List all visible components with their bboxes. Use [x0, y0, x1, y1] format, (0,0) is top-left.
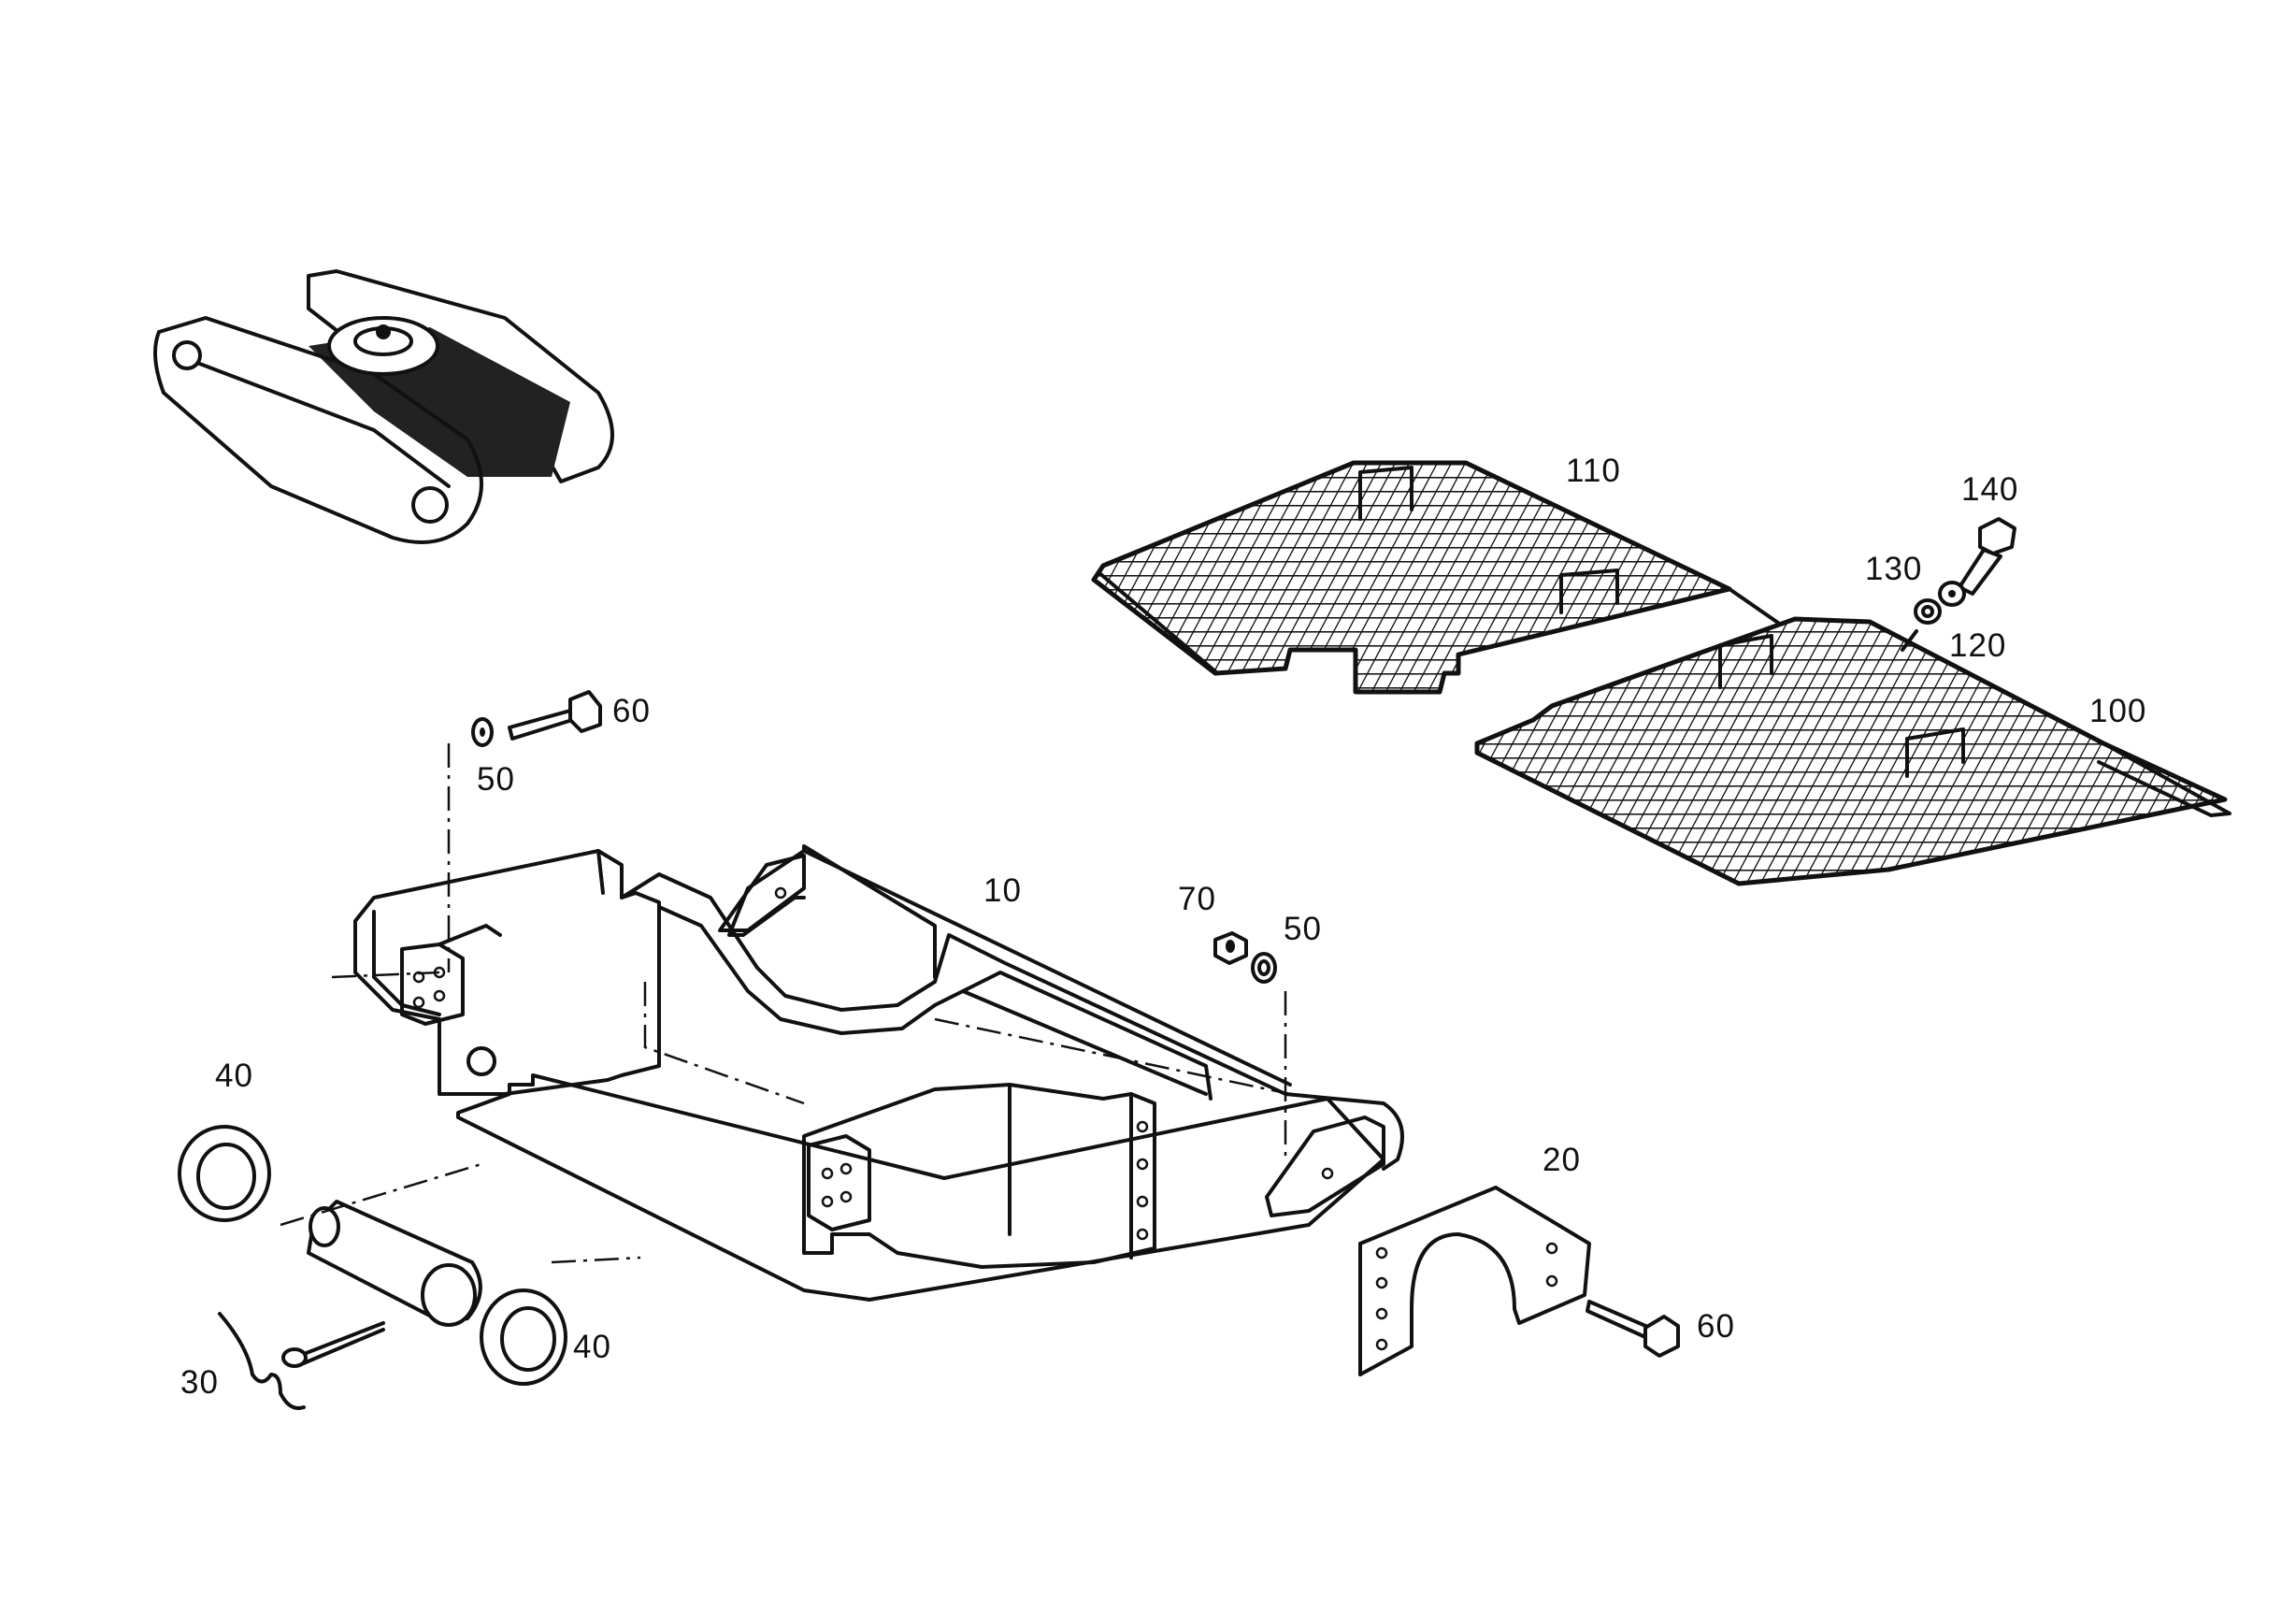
callout-110: 110 [1566, 453, 1621, 489]
callout-20: 20 [1543, 1142, 1581, 1178]
frame-10 [331, 844, 1404, 1302]
washer-50-right [1251, 952, 1277, 984]
callout-40-upper: 40 [215, 1058, 253, 1094]
callout-70: 70 [1178, 881, 1216, 917]
callout-10: 10 [983, 872, 1022, 909]
washer-130 [1938, 581, 1966, 607]
callout-50-upper: 50 [477, 761, 515, 798]
callout-30: 30 [180, 1364, 219, 1401]
washer-50-upper [471, 717, 494, 747]
callout-60-lower: 60 [1697, 1308, 1735, 1345]
callout-100: 100 [2089, 693, 2146, 729]
callout-120: 120 [1949, 627, 2006, 664]
callout-40-lower: 40 [573, 1329, 611, 1365]
bolt-140 [1958, 517, 2016, 596]
callout-60-upper: 60 [612, 693, 651, 729]
callout-130: 130 [1865, 551, 1922, 587]
bolt-60-upper [508, 690, 602, 741]
bracket-plate-20 [1358, 1186, 1591, 1376]
crawler-undercarriage-icon [153, 269, 614, 544]
bolt-60-lower [1586, 1300, 1680, 1358]
pin-30 [307, 1200, 482, 1327]
callout-140: 140 [1961, 471, 2018, 508]
bushing-40-lower [480, 1288, 567, 1386]
callout-50-right: 50 [1284, 911, 1322, 947]
grating-plate-100 [1474, 616, 2231, 886]
bushing-40-upper [178, 1125, 271, 1222]
nut-70 [1213, 931, 1248, 965]
split-pin-30 [218, 1312, 385, 1410]
washer-120 [1914, 598, 1942, 625]
